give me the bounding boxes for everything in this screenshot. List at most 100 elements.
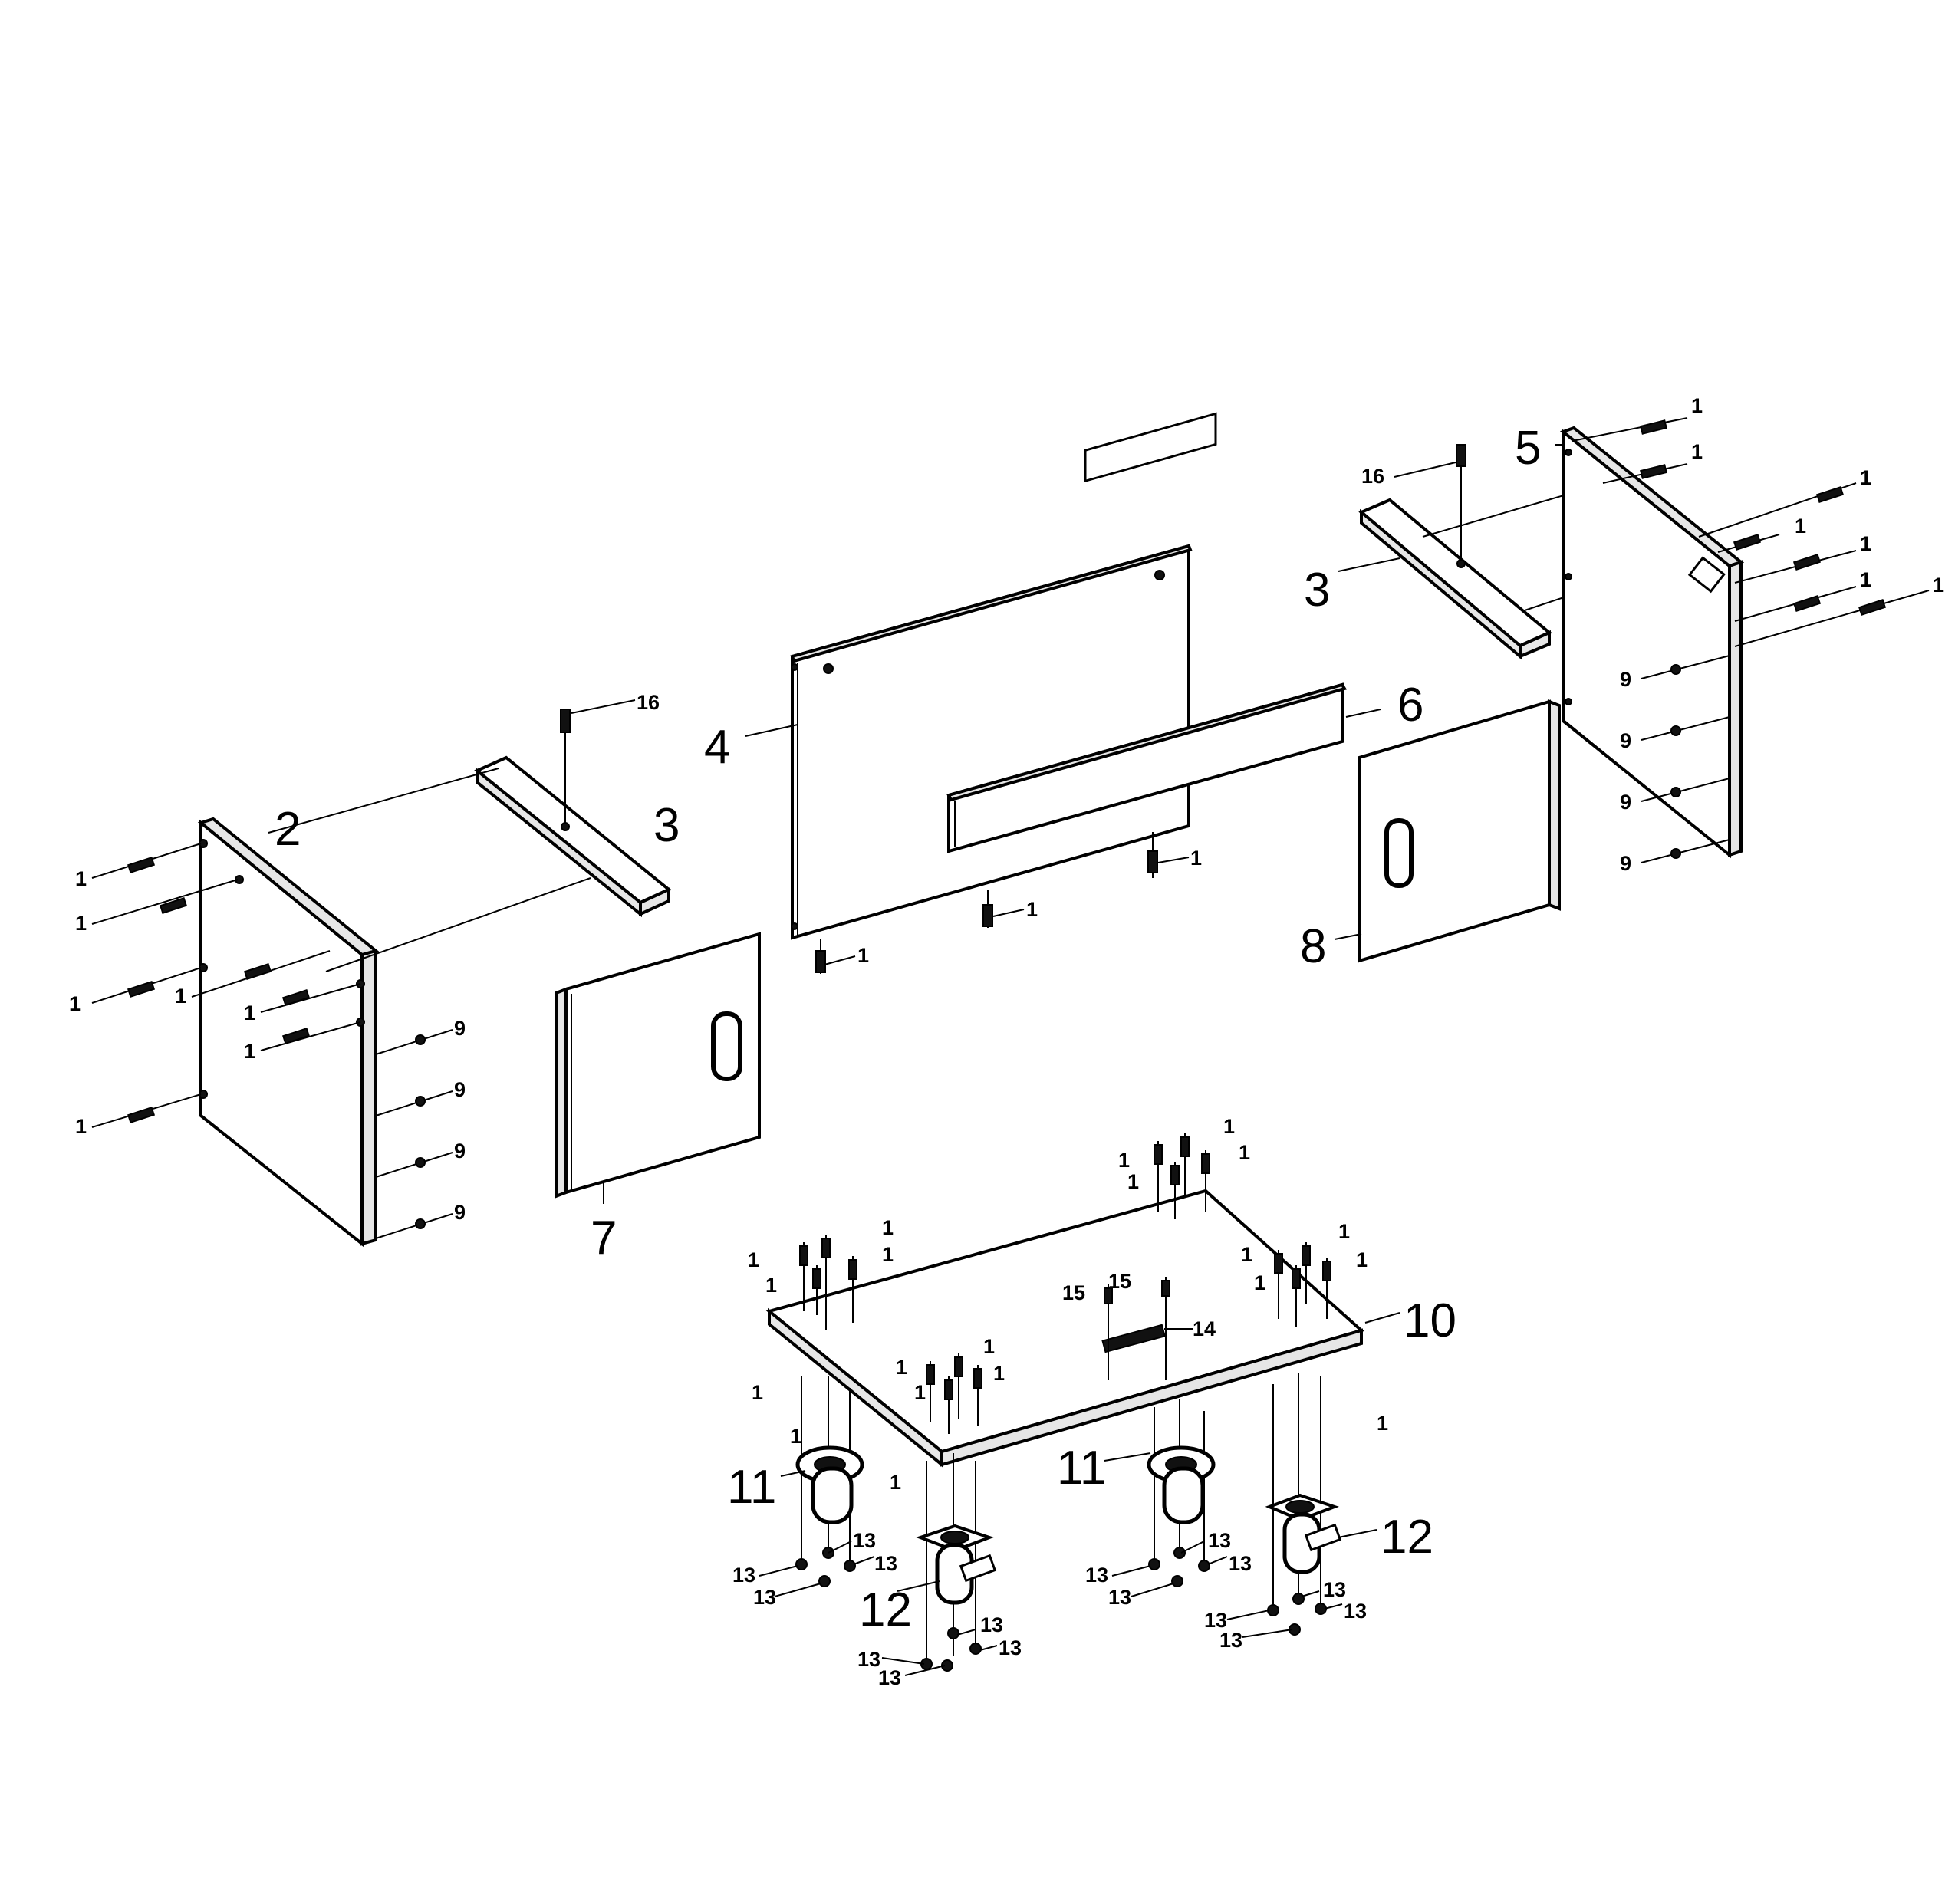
label-part-9: 9 [454, 1078, 466, 1101]
part-10-base-plate [765, 1189, 1400, 1468]
label-part-1: 1 [244, 1001, 255, 1024]
part-12-caster-right-brake [1265, 1373, 1377, 1636]
label-part-1: 1 [914, 1381, 926, 1404]
label-part-9: 9 [1620, 729, 1631, 752]
label-part-9: 9 [1620, 668, 1631, 691]
part-8-right-door [1334, 699, 1561, 963]
label-part-13: 13 [980, 1613, 1003, 1636]
label-part-1: 1 [890, 1471, 901, 1494]
label-part-1: 1 [857, 944, 869, 967]
label-part-1: 1 [1860, 568, 1871, 591]
label-part-1: 1 [896, 1356, 907, 1379]
label-part-16-left: 16 [637, 691, 660, 714]
label-part-12-right: 12 [1381, 1511, 1433, 1564]
label-part-14: 14 [1193, 1317, 1216, 1340]
label-part-5: 5 [1515, 422, 1541, 475]
label-part-1: 1 [790, 1425, 801, 1448]
label-part-13: 13 [1108, 1586, 1131, 1609]
label-part-9: 9 [454, 1017, 466, 1040]
label-part-11-middle: 11 [1057, 1442, 1106, 1495]
part-4-back-panel [745, 544, 1193, 940]
label-part-1: 1 [1026, 898, 1038, 921]
label-part-1: 1 [75, 1115, 87, 1138]
label-part-1: 1 [1118, 1149, 1130, 1172]
part-5-right-side-panel [1555, 426, 1745, 859]
part-7-left-door [555, 932, 761, 1204]
cam-bolts-right-panel [1641, 655, 1730, 863]
label-part-13: 13 [874, 1552, 897, 1575]
label-part-13: 13 [1344, 1600, 1367, 1623]
label-part-1: 1 [1127, 1170, 1139, 1193]
label-part-1: 1 [1356, 1248, 1368, 1271]
label-part-1: 1 [1860, 466, 1871, 489]
part-11-caster-left [780, 1376, 864, 1587]
label-part-1: 1 [1239, 1141, 1250, 1164]
nut-leaders [759, 1541, 1343, 1676]
label-part-1: 1 [1190, 847, 1202, 870]
label-part-13: 13 [878, 1666, 901, 1689]
label-part-10: 10 [1404, 1294, 1456, 1347]
label-part-13: 13 [1085, 1564, 1108, 1587]
label-part-13: 13 [857, 1648, 880, 1671]
part-2-left-side-panel [197, 817, 380, 1248]
label-part-3-left: 3 [653, 799, 680, 852]
label-part-1: 1 [75, 867, 87, 890]
base-bolts [799, 1133, 1331, 1434]
label-part-9: 9 [1620, 852, 1631, 875]
label-part-1: 1 [993, 1362, 1005, 1385]
label-part-8: 8 [1300, 920, 1326, 973]
label-part-15: 15 [1108, 1270, 1131, 1293]
label-part-1: 1 [1254, 1271, 1265, 1294]
label-part-1: 1 [882, 1243, 894, 1266]
dowels-left-panel [91, 843, 361, 1128]
label-part-13: 13 [1204, 1609, 1227, 1632]
label-part-13: 13 [1219, 1629, 1242, 1652]
label-part-1: 1 [1377, 1412, 1388, 1435]
label-part-13: 13 [853, 1529, 876, 1552]
label-part-13: 13 [1323, 1578, 1346, 1601]
label-part-1: 1 [1241, 1243, 1252, 1266]
label-part-6: 6 [1397, 679, 1423, 732]
cam-bolts-left-panel [375, 1029, 453, 1239]
part-12-caster-left-brake [897, 1453, 997, 1672]
label-part-13: 13 [999, 1636, 1022, 1659]
label-part-2: 2 [275, 803, 301, 856]
label-part-9: 9 [454, 1139, 466, 1162]
label-part-15: 15 [1062, 1281, 1085, 1304]
dowels-right-panel [1572, 417, 1930, 647]
label-part-1: 1 [1795, 515, 1806, 538]
label-part-1: 1 [1223, 1115, 1235, 1138]
label-part-13: 13 [1208, 1529, 1231, 1552]
label-part-9: 9 [1620, 791, 1631, 814]
label-part-13: 13 [753, 1586, 776, 1609]
label-part-1: 1 [244, 1040, 255, 1063]
callout-labels: 2 3 4 6 8 3 5 7 10 11 11 12 12 16 16 1 1… [69, 394, 1944, 1689]
label-part-11-left: 11 [727, 1461, 776, 1514]
label-part-1: 1 [1691, 394, 1703, 417]
dowels-under-back-panel [815, 832, 1190, 974]
label-part-16-right: 16 [1361, 465, 1384, 488]
part-3-right-shelf-rail [1338, 444, 1688, 660]
part-6-front-rail [946, 412, 1381, 853]
label-part-1: 1 [752, 1381, 763, 1404]
label-part-1: 1 [882, 1216, 894, 1239]
label-part-1: 1 [983, 1335, 995, 1358]
label-part-1: 1 [748, 1248, 759, 1271]
label-part-1: 1 [1933, 574, 1944, 597]
label-part-12-left: 12 [859, 1583, 912, 1636]
part-3-left-shelf-rail [268, 699, 672, 972]
label-part-1: 1 [1338, 1220, 1350, 1243]
label-part-13: 13 [1229, 1552, 1252, 1575]
label-part-3-right: 3 [1304, 564, 1330, 617]
label-part-4: 4 [704, 721, 730, 774]
label-part-7: 7 [591, 1212, 617, 1264]
label-part-13: 13 [732, 1564, 755, 1587]
label-part-9: 9 [454, 1201, 466, 1224]
label-part-1: 1 [75, 912, 87, 935]
label-part-1: 1 [765, 1274, 777, 1297]
label-part-1: 1 [1691, 440, 1703, 463]
label-part-1: 1 [69, 992, 81, 1015]
label-part-1: 1 [175, 985, 186, 1008]
label-part-1: 1 [1860, 532, 1871, 555]
